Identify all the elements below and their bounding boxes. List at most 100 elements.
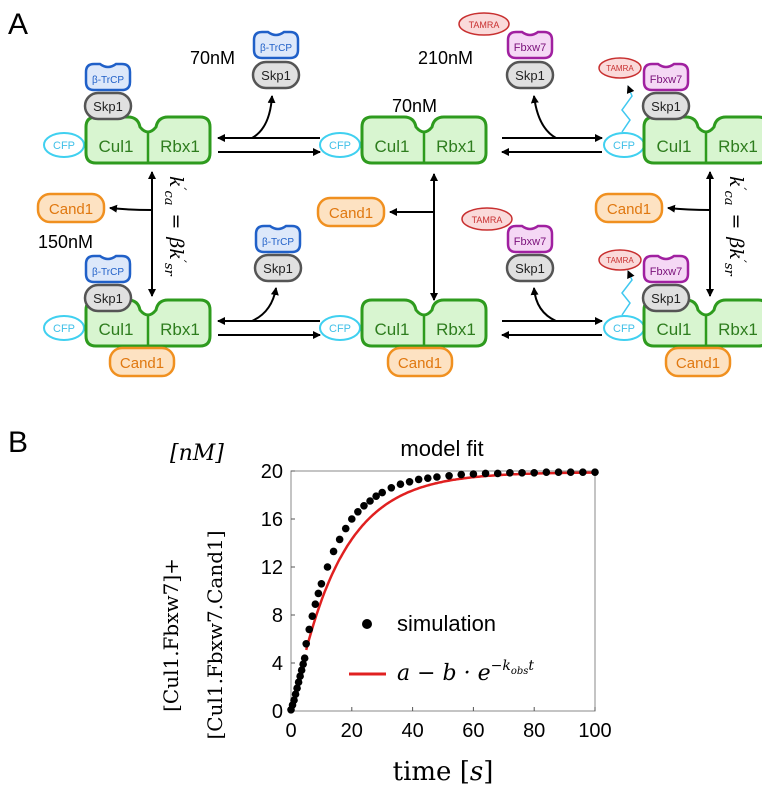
fret-arrow (621, 270, 635, 316)
svg-text:k′ca=βk′sr: k′ca=βk′sr (721, 176, 748, 277)
y-tick-label: 8 (272, 605, 283, 627)
cand1-label: Cand1 (120, 355, 164, 372)
simulation-point (469, 470, 478, 478)
simulation-point (554, 468, 563, 477)
simulation-point (297, 666, 306, 674)
plot-frame (290, 470, 596, 712)
simulation-point (299, 660, 307, 668)
skp1-label: Skp1 (261, 68, 291, 83)
simulation-point (323, 563, 332, 571)
btrcp-label: β-TrCP (262, 237, 294, 248)
conc-btrcp: 70nM (190, 48, 235, 68)
svg-text:k′ca=βk′sr: k′ca=βk′sr (161, 176, 188, 277)
complex-cul1-cand1: CFP Cul1 Rbx1 Cand1 (319, 298, 488, 378)
y-unit-label: [nM] (170, 441, 224, 466)
simulation-point (445, 472, 453, 480)
chart-marks (287, 468, 599, 714)
cul1-label: Cul1 (99, 137, 134, 156)
legend-sim-label: simulation (397, 611, 496, 636)
free-cand1-right: Cand1 (594, 192, 664, 224)
btrcp-label: β-TrCP (92, 75, 124, 86)
y-tick-label: 16 (261, 509, 283, 531)
simulation-point (424, 474, 432, 483)
fret-arrow (621, 85, 635, 133)
simulation-point (530, 469, 538, 477)
simulation-point (372, 492, 380, 501)
chart-title: model fit (400, 436, 483, 461)
cand1-label: Cand1 (398, 355, 442, 372)
simulation-point (591, 468, 599, 477)
simulation-point (305, 625, 314, 634)
skp1-label: Skp1 (651, 291, 681, 306)
simulation-point (348, 515, 356, 523)
simulation-point (566, 468, 575, 477)
rbx1-label: Rbx1 (718, 137, 758, 156)
simulation-point (433, 473, 441, 481)
cfp-label: CFP (329, 140, 351, 152)
cfp-tag (43, 132, 85, 158)
complex-cul1-btrcp: CFP Cul1 Rbx1 Skp1 β-TrCP (43, 62, 212, 165)
simulation-point (518, 469, 526, 477)
cand1-label: Cand1 (49, 201, 93, 218)
rbx1-label: Rbx1 (718, 320, 758, 339)
cfp-tag (319, 315, 361, 341)
free-skp1-btrcp-bottom: Skp1 β-TrCP (253, 224, 303, 283)
cfp-label: CFP (613, 140, 635, 152)
cul1-label: Cul1 (375, 320, 410, 339)
skp1-label: Skp1 (515, 68, 545, 83)
btrcp-label: β-TrCP (260, 43, 292, 54)
complex-cul1-fbxw7: CFP Cul1 Rbx1 Skp1 Fbxw7 TAMRA (598, 57, 762, 165)
tamra-tag (598, 57, 642, 79)
skp1-label: Skp1 (263, 261, 293, 276)
tamra-label: TAMRA (606, 256, 634, 265)
simulation-point (329, 547, 338, 556)
simulation-point (302, 640, 311, 648)
legend-sim-marker (362, 619, 372, 629)
skp1-label: Skp1 (515, 261, 545, 276)
x-tick-label: 100 (578, 720, 611, 742)
rate-label-right: k′ca=βk′sr (721, 176, 748, 277)
simulation-point (341, 524, 350, 533)
y-tick-label: 0 (272, 701, 283, 723)
conc-center: 70nM (392, 96, 437, 116)
simulation-point (457, 470, 466, 479)
free-skp1-fbxw7-top: Skp1 Fbxw7 TAMRA (458, 12, 555, 90)
btrcp-label: β-TrCP (92, 267, 124, 278)
simulation-point (300, 654, 309, 662)
tamra-label: TAMRA (469, 20, 500, 30)
simulation-point (308, 612, 317, 620)
free-cand1-left: Cand1 (36, 192, 106, 224)
simulation-point (311, 600, 320, 608)
conc-cand1: 150nM (38, 232, 93, 252)
cand1-label: Cand1 (607, 201, 651, 218)
simulation-point (396, 480, 405, 489)
complex-cul1-btrcp-cand1: CFP Cul1 Rbx1 Skp1 β-TrCP Cand1 (43, 254, 212, 378)
simulation-point (405, 478, 414, 486)
cul1-label: Cul1 (657, 137, 692, 156)
panel-b-label: B (8, 426, 28, 459)
y-axis-label-line1: [Cul1.Fbxw7]+ (159, 558, 183, 712)
rate-label-left: k′ca=βk′sr (161, 176, 188, 277)
tamra-label: TAMRA (606, 64, 634, 73)
y-tick-label: 4 (272, 653, 283, 675)
fbxw7-label: Fbxw7 (650, 266, 682, 278)
simulation-point (291, 690, 300, 698)
cand1-box (108, 346, 176, 378)
simulation-point (506, 469, 514, 477)
simulation-point (317, 580, 326, 588)
cand1-box (664, 346, 732, 378)
simulation-point (314, 589, 323, 598)
cfp-label: CFP (613, 323, 635, 335)
free-skp1-btrcp-top: Skp1 β-TrCP (251, 30, 301, 90)
cfp-label: CFP (53, 323, 75, 335)
rbx1-label: Rbx1 (160, 320, 200, 339)
simulation-point (366, 497, 374, 505)
x-tick-label: 20 (341, 720, 363, 742)
rbx1-label: Rbx1 (160, 137, 200, 156)
simulation-point (414, 475, 423, 484)
simulation-point (542, 468, 551, 477)
x-tick-label: 60 (462, 720, 484, 742)
cand1-label: Cand1 (329, 205, 373, 222)
